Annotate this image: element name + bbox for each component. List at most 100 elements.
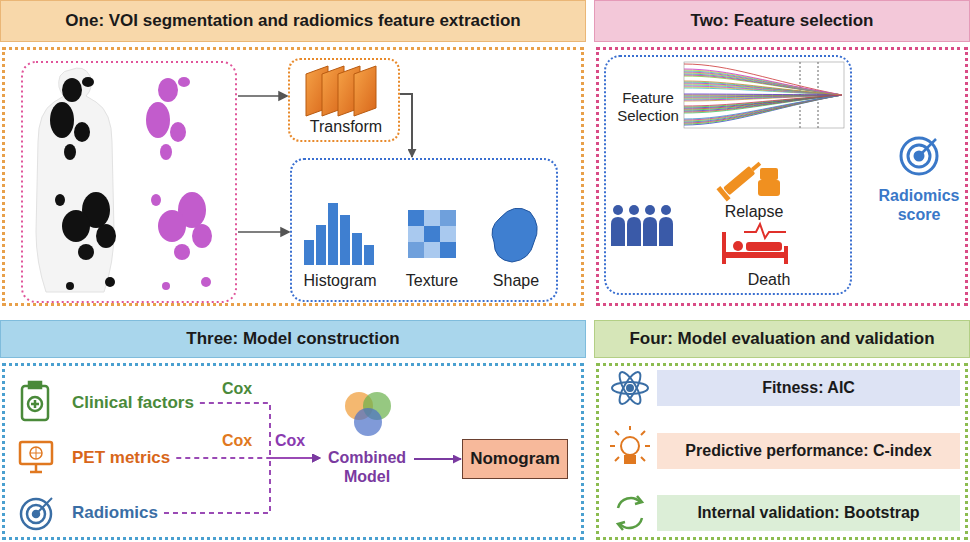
lasso-curve: [684, 76, 842, 95]
panel: Two: Feature selectionRadiomics score Fea…: [594, 0, 970, 308]
target-icon: [901, 138, 937, 174]
flow-arrow: [279, 92, 287, 100]
bulb-icon: [610, 426, 650, 461]
bed-icon: [722, 232, 726, 264]
factor-item: Clinical factors: [72, 392, 194, 414]
histogram-icon: [316, 225, 326, 265]
lasso-curve: [684, 74, 842, 95]
metric-bar: Internal validation: Bootstrap: [657, 495, 960, 531]
drug-icon: [716, 157, 765, 201]
target-icon: [21, 499, 51, 529]
lasso-curve: [684, 95, 842, 123]
box-label: Transform: [310, 118, 382, 135]
plot-label: Feature Selection: [610, 89, 686, 125]
pet-image: [22, 62, 236, 302]
selection-box: Feature SelectionRelapseDeath: [604, 55, 852, 295]
lasso-curve: [684, 70, 842, 95]
panel-frame: [2, 47, 584, 306]
nomogram-box: Nomogram: [462, 439, 568, 479]
atom-icon: [616, 369, 644, 406]
people-icon: [661, 205, 671, 215]
clipboard-icon: [22, 382, 48, 420]
score-label: Radiomics score: [872, 186, 966, 224]
edge-label-holder: Cox: [222, 432, 252, 450]
lasso-plot: [684, 64, 842, 125]
transform-stack: [306, 66, 376, 116]
texture-icon: [440, 242, 456, 258]
lasso-curve: [684, 95, 842, 96]
histogram-icon: [304, 240, 314, 265]
panel: Four: Model evaluation and validationFit…: [594, 320, 970, 542]
lasso-plot: [684, 62, 844, 128]
clipboard-icon: [28, 397, 42, 411]
lasso-curve: [684, 95, 842, 110]
texture-icon: [408, 210, 456, 258]
texture-icon: [424, 210, 440, 226]
node-label: Radiomics: [72, 503, 158, 522]
feature-label: Histogram: [304, 272, 377, 289]
model-label: Combined Model: [322, 448, 412, 486]
people-icon: [629, 205, 639, 215]
panel-heading: Three: Model construction: [186, 329, 399, 349]
text-holder: Shape: [476, 272, 556, 290]
panel-heading: One: VOI segmentation and radiomics feat…: [65, 11, 520, 31]
outcome-label: Relapse: [725, 203, 784, 220]
atom-icon: [612, 382, 648, 394]
monitor-icon: [30, 447, 42, 459]
bed-icon: [746, 242, 782, 251]
lasso-curve: [684, 95, 842, 96]
histogram-icon: [340, 215, 350, 265]
free-label: Cox: [275, 432, 305, 449]
lasso-curve: [684, 84, 842, 95]
recycle-icon: [618, 496, 642, 530]
text-holder: Histogram: [298, 272, 382, 290]
people-icon: [659, 217, 673, 246]
text-holder: Transform: [290, 118, 402, 136]
panel-heading: Four: Model evaluation and validation: [629, 329, 934, 349]
drug-icon: [751, 162, 761, 171]
edge-label: Cox: [222, 380, 252, 397]
histogram-icon: [304, 203, 374, 265]
outcome-label: Death: [748, 271, 791, 288]
texture-icon: [424, 226, 440, 242]
panel-header-band: Two: Feature selection: [594, 0, 970, 42]
recycle-icon: [618, 522, 625, 530]
people-icon: [611, 205, 673, 246]
text-holder: Relapse: [714, 203, 794, 221]
atom-icon: [616, 369, 644, 406]
edge-label-holder: Cox: [222, 380, 252, 398]
bulb-icon: [625, 456, 635, 463]
panel: Three: Model constructionClinical factor…: [0, 320, 586, 542]
bulb-icon: [610, 426, 650, 463]
pet-image: [146, 77, 212, 290]
connector: [400, 94, 412, 157]
lasso-curve: [684, 72, 842, 95]
shape-icon: [492, 208, 537, 262]
lasso-curve: [684, 95, 842, 106]
histogram-icon: [352, 233, 362, 265]
pet-image: [22, 62, 236, 302]
combined-model: Combined Model: [322, 386, 412, 490]
texture-icon: [408, 242, 424, 258]
feature-box: HistogramTextureShape: [290, 158, 558, 302]
lasso-curve: [684, 95, 842, 108]
panel-header-band: One: VOI segmentation and radiomics feat…: [0, 0, 586, 42]
clipboard-icon: [31, 400, 39, 408]
shape-icon: [492, 208, 537, 262]
lasso-curve: [684, 71, 842, 95]
lasso-curve: [684, 83, 842, 95]
venn-icon: [354, 408, 382, 436]
lasso-curve: [684, 75, 842, 95]
monitor-icon: [30, 464, 42, 472]
text-holder: Radiomics score: [872, 186, 966, 224]
venn-icon: [345, 392, 391, 436]
drug-icon: [723, 166, 755, 196]
texture-icon: [408, 226, 424, 242]
flow-arrow: [281, 228, 289, 236]
lasso-curve: [684, 94, 842, 95]
lasso-curve: [684, 95, 842, 124]
bed-icon: [722, 224, 788, 264]
lasso-curve: [684, 95, 842, 121]
atom-icon: [627, 385, 633, 391]
lasso-curve: [684, 81, 842, 95]
